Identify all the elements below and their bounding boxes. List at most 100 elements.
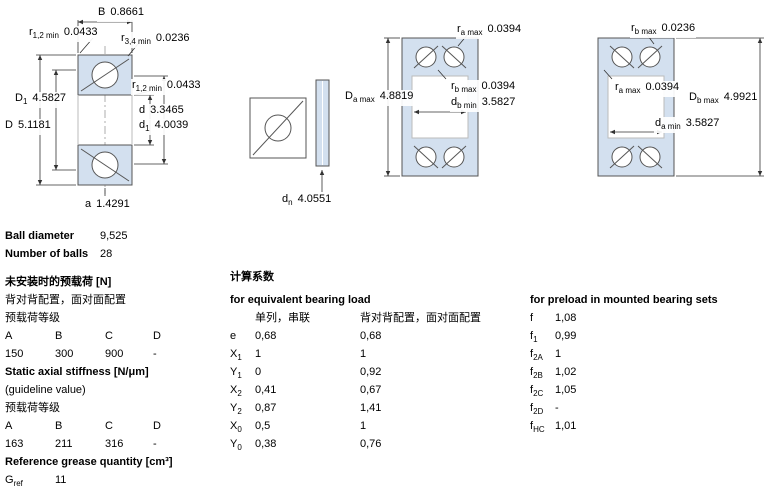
grease-title: Reference grease quantity [cm³] <box>5 453 223 471</box>
section-title: for equivalent bearing load <box>230 294 371 306</box>
preload-factors-column: for preload in mounted bearing sets f 1,… <box>530 291 775 435</box>
factor-row: X0 0,5 1 <box>230 417 530 435</box>
dim-value: 0.0394 <box>487 23 522 35</box>
dim-symbol: a <box>85 198 92 210</box>
factor-value-2: 0,76 <box>360 438 382 450</box>
factor-row: X1 1 1 <box>230 345 530 363</box>
factor-value: 1,05 <box>555 384 577 396</box>
factor-symbol: X1 <box>230 348 242 363</box>
factor-value-2: 0,67 <box>360 384 382 396</box>
factor-symbol: f2B <box>530 366 543 381</box>
factor-row: f 1,08 <box>530 309 775 327</box>
dim-symbol: d <box>451 96 458 108</box>
dim-symbol: r <box>132 79 136 91</box>
dim-symbol: B <box>98 6 106 18</box>
factor-value-2: 1,41 <box>360 402 382 414</box>
col-header: C <box>105 330 113 342</box>
dim-label-D: D 5.1181 <box>4 119 52 136</box>
dim-symbol: d <box>139 119 146 131</box>
stiffness-title: Static axial stiffness [N/μm] <box>5 363 223 381</box>
dim-value: 0.0236 <box>661 22 696 34</box>
col-header: 背对背配置，面对面配置 <box>360 312 481 324</box>
dim-value: 4.0039 <box>154 119 189 131</box>
section-title: for preload in mounted bearing sets <box>530 294 718 306</box>
class-label: 预载荷等级 <box>5 312 60 324</box>
col-header: B <box>55 420 63 432</box>
dim-symbol: r <box>451 80 455 92</box>
dim-subscript: a min <box>661 122 681 132</box>
dim-value: 4.8819 <box>379 90 414 102</box>
factor-value: - <box>555 402 559 414</box>
dim-symbol: d <box>282 193 289 205</box>
preload-value: 150 <box>5 348 24 360</box>
section-title: 未安装时的预载荷 [N] <box>5 276 112 288</box>
dim-value: 0.0433 <box>166 79 201 91</box>
section-title: Reference grease quantity [cm³] <box>5 456 173 468</box>
preload-class-headers: A B C D <box>5 327 223 345</box>
dim-subscript: n <box>288 198 293 208</box>
dim-subscript: 1,2 min <box>32 31 59 41</box>
dim-symbol: r <box>615 81 619 93</box>
arrangement-shaft-section <box>597 37 675 177</box>
col-header: D <box>153 420 161 432</box>
dim-value: 3.3465 <box>150 104 184 116</box>
factor-symbol: Y1 <box>230 366 242 381</box>
stiffness-value: 163 <box>5 438 24 450</box>
equivalent-load-title: for equivalent bearing load <box>230 291 530 309</box>
dim-value: 0.0433 <box>63 26 98 38</box>
dim-subscript: b max <box>634 27 657 37</box>
dim-symbol: r <box>29 26 33 38</box>
preload-value: - <box>153 348 157 360</box>
preload-sets-title: for preload in mounted bearing sets <box>530 291 775 309</box>
dim-subscript: b min <box>457 101 477 111</box>
section-subtitle: 背对背配置，面对面配置 <box>5 294 126 306</box>
dim-value: 0.0394 <box>481 80 516 92</box>
preload-value: 300 <box>55 348 74 360</box>
single-bearing-section <box>77 46 133 194</box>
dim-subscript: a max <box>460 28 483 38</box>
factor-row: f2C 1,05 <box>530 381 775 399</box>
factor-row: e 0,68 0,68 <box>230 327 530 345</box>
dim-subscript: a max <box>352 95 375 105</box>
dim-value: 0.0236 <box>155 32 190 44</box>
factor-symbol: Y2 <box>230 402 242 417</box>
factor-value-1: 0,41 <box>255 384 277 396</box>
factors-title: 计算系数 <box>230 268 530 286</box>
dim-subscript: 3,4 min <box>124 37 151 47</box>
stiffness-value: - <box>153 438 157 450</box>
factor-row: fHC 1,01 <box>530 417 775 435</box>
factor-symbol: f1 <box>530 330 538 345</box>
factor-row: f1 0,99 <box>530 327 775 345</box>
number-of-balls-label: Number of balls <box>5 248 89 260</box>
grease-value: 11 <box>55 474 67 486</box>
preload-value: 900 <box>105 348 124 360</box>
section-title: Static axial stiffness [N/μm] <box>5 366 149 378</box>
preload-class-label: 预载荷等级 <box>5 309 223 327</box>
factor-row: Y0 0,38 0,76 <box>230 435 530 453</box>
preload-values-row: 150 300 900 - <box>5 345 223 363</box>
dim-value: 5.1181 <box>17 119 51 131</box>
dim-symbol: r <box>457 23 461 35</box>
factor-symbol: X0 <box>230 420 242 435</box>
factor-row: X2 0,41 0,67 <box>230 381 530 399</box>
factor-value-1: 1 <box>255 348 262 360</box>
factor-value-1: 0,68 <box>255 330 277 342</box>
preload-unmounted-title: 未安装时的预载荷 [N] <box>5 273 223 291</box>
factor-row: Y2 0,87 1,41 <box>230 399 530 417</box>
factor-value: 1,08 <box>555 312 577 324</box>
factor-value: 1,01 <box>555 420 577 432</box>
dim-symbol: D <box>5 119 13 131</box>
stiffness-values-row: 163 211 316 - <box>5 435 223 453</box>
stiffness-class-headers: A B C D <box>5 417 223 435</box>
